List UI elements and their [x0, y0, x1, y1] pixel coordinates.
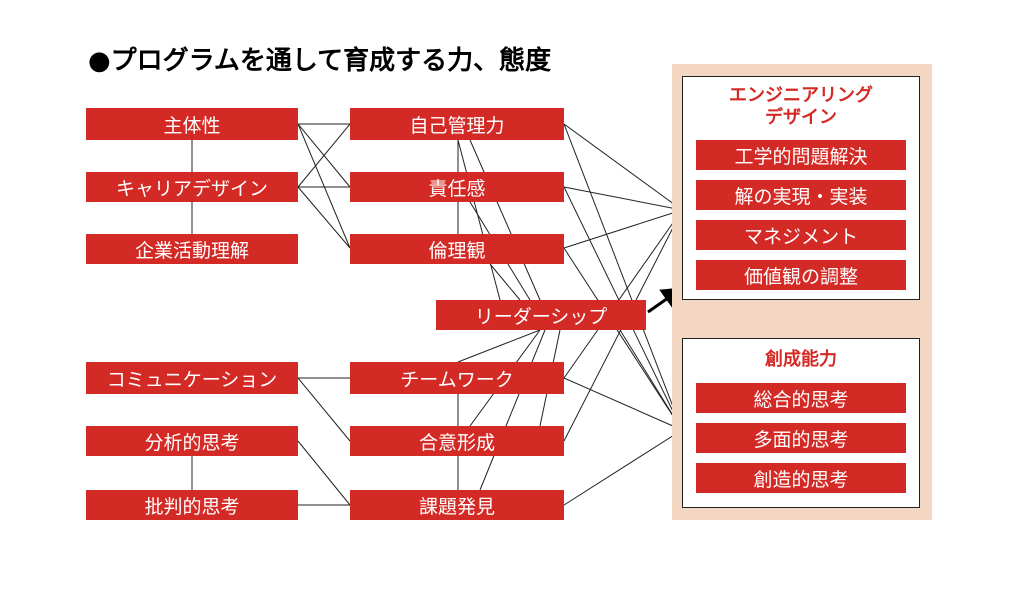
connector-line	[563, 377, 683, 431]
connector-line	[489, 263, 521, 301]
connector-line	[563, 123, 683, 211]
connector-line	[479, 329, 546, 491]
connector-line	[297, 440, 351, 506]
connector-line	[457, 329, 541, 363]
panel-item: 解の実現・実装	[696, 180, 906, 210]
node-consensus-building: 合意形成	[350, 426, 564, 456]
panel-item: 価値観の調整	[696, 260, 906, 290]
connector-line	[619, 329, 683, 431]
node-problem-finding: 課題発見	[350, 490, 564, 520]
connector-line	[297, 123, 351, 188]
node-analytical-thinking: 分析的思考	[86, 426, 298, 456]
node-critical-thinking: 批判的思考	[86, 490, 298, 520]
panel-item: マネジメント	[696, 220, 906, 250]
connector-line	[297, 377, 351, 442]
diagram-title: ●プログラムを通して育成する力、態度	[88, 46, 552, 76]
connector-line	[457, 139, 501, 301]
connector-line	[297, 123, 351, 249]
connector-line	[563, 123, 683, 431]
connector-line	[563, 186, 683, 211]
panel-item: 工学的問題解決	[696, 140, 906, 170]
node-career-design: キャリアデザイン	[86, 172, 298, 202]
connector-line	[563, 429, 683, 506]
arrow-shaft	[647, 296, 669, 314]
panel-engineering-design: エンジニアリング デザイン 工学的問題解決 解の実現・実装 マネジメント 価値観…	[682, 76, 920, 300]
node-communication: コミュニケーション	[86, 362, 298, 394]
node-responsibility: 責任感	[350, 172, 564, 202]
panel-heading-line2: デザイン	[765, 107, 837, 128]
node-self-management: 自己管理力	[350, 108, 564, 140]
node-ethics: 倫理観	[350, 234, 564, 264]
node-leadership: リーダーシップ	[436, 300, 646, 330]
panel-heading-line1: エンジニアリング	[729, 85, 873, 106]
node-teamwork: チームワーク	[350, 362, 564, 394]
node-corporate-understanding: 企業活動理解	[86, 234, 298, 264]
connector-line	[297, 186, 351, 249]
node-shutaisei: 主体性	[86, 108, 298, 140]
connector-line	[563, 247, 683, 431]
panel-item: 多面的思考	[696, 423, 906, 453]
panel-creative-ability: 創成能力 総合的思考 多面的思考 創造的思考	[682, 338, 920, 508]
panel-heading: 創成能力	[765, 349, 837, 370]
panel-item: 創造的思考	[696, 463, 906, 493]
connector-line	[563, 209, 683, 379]
panel-item: 総合的思考	[696, 383, 906, 413]
connector-line	[469, 139, 541, 301]
connector-line	[563, 209, 683, 249]
